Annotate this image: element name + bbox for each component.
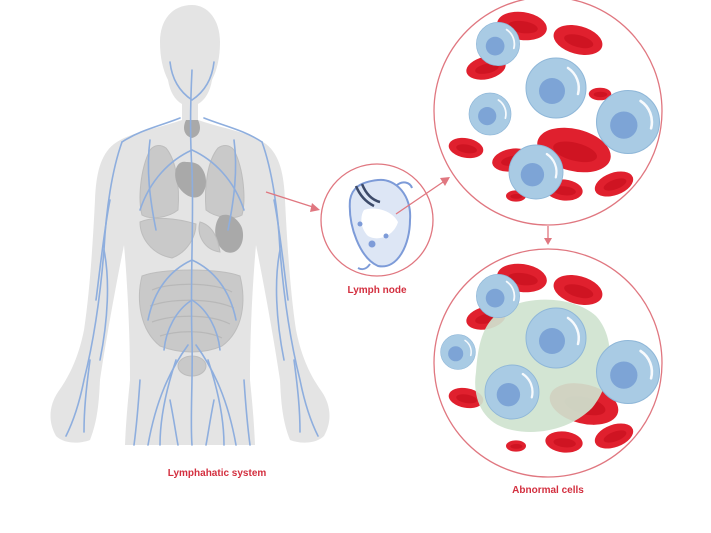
lymph-node-label: Lymph node [347, 285, 407, 296]
abnormal-cells-label: Abnormal cells [512, 485, 584, 496]
lymph-vessels [65, 61, 319, 446]
connector-arrow-normal-to-abnormal [544, 226, 552, 245]
lymph-node-illustration [320, 163, 434, 277]
connector-arrow-node-to-cells [395, 177, 450, 215]
abnormal-cells-magnified [433, 248, 663, 478]
normal-cells-magnified [433, 0, 663, 226]
connector-arrow-body-to-node [265, 191, 320, 212]
lymphatic-system-label: Lymphahatic system [167, 468, 267, 479]
